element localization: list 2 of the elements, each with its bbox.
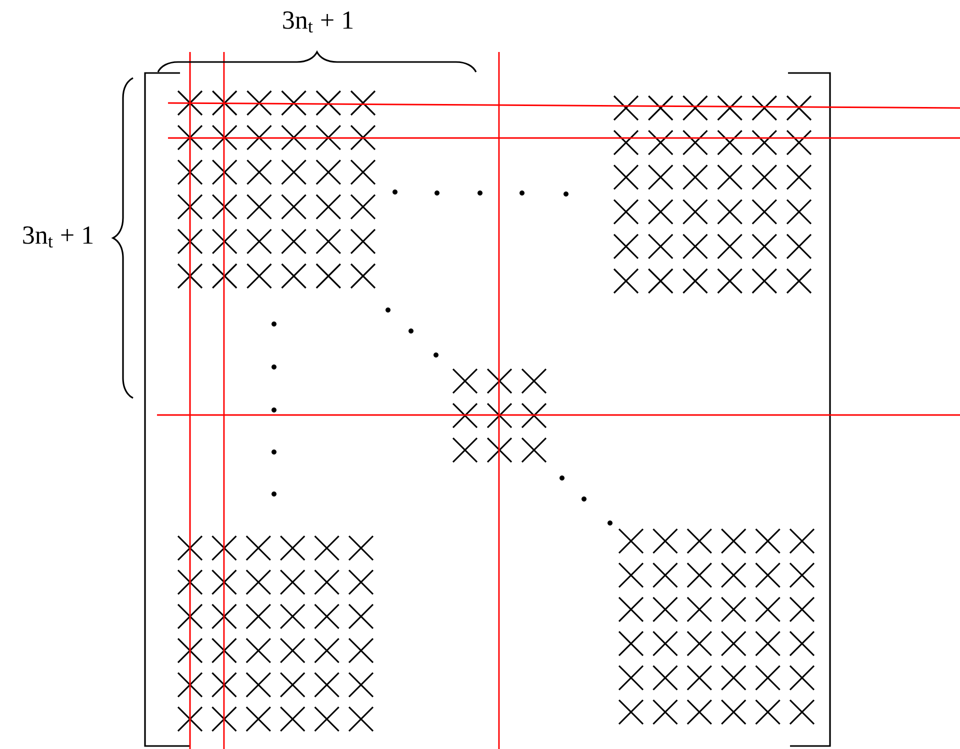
dimension-label: 3n$_{t}$ + 1 <box>283 11 353 33</box>
dimension-label: 3n$_{t}$ + 1 <box>23 226 93 248</box>
